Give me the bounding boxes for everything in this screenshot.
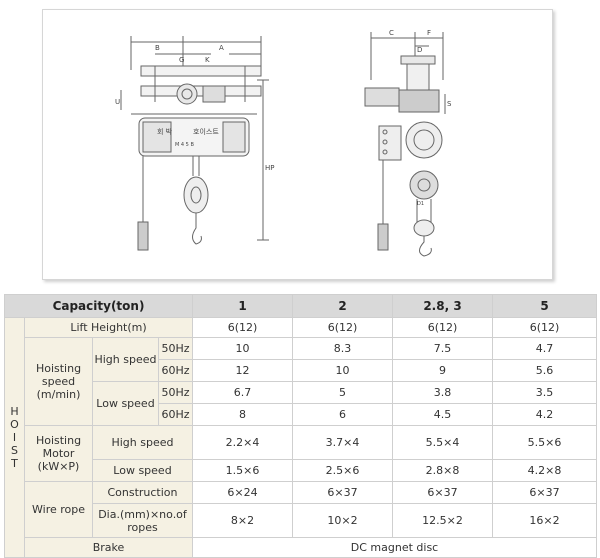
table-cell: 6×37 (392, 481, 493, 504)
table-cell: 10 (192, 337, 293, 360)
hoist-drawing: B A G K U HP 회 박 호이스트 M 4 5 B C F D S D1 (115, 29, 452, 257)
drawing-frame: B A G K U HP 회 박 호이스트 M 4 5 B C F D S D1 (42, 9, 553, 280)
header-row: Capacity(ton) 1 2 2.8, 3 5 (4, 294, 597, 318)
row-motor-high: Hoisting Motor (kW×P) High speed 2.2×4 3… (5, 425, 597, 482)
table-cell: 2.5×6 (292, 459, 393, 482)
table-cell: 6×37 (292, 481, 393, 504)
dim-label-d1: D1 (417, 201, 424, 207)
header-capacity: Capacity(ton) (4, 294, 193, 318)
table-cell: 4.2×8 (492, 459, 597, 482)
brake-label: Brake (24, 537, 193, 558)
header-col-4: 5 (492, 294, 597, 318)
row-motor-low: Low speed 1.5×6 2.5×6 2.8×8 4.2×8 (5, 459, 597, 482)
table-cell: 5.6 (492, 359, 597, 382)
speed-low-label: Low speed (92, 381, 159, 426)
hoist-side-label: H O I S T (4, 317, 25, 558)
hoisting-speed-label: Hoisting speed (m/min) (24, 337, 93, 426)
lift-height-label: Lift Height(m) (24, 317, 193, 338)
table-cell: 4.2 (492, 403, 597, 426)
table-cell: 4.5 (392, 403, 493, 426)
table-cell: 6(12) (192, 317, 293, 338)
row-rope-construction: Wire rope Construction 6×24 6×37 6×37 6×… (5, 481, 597, 538)
table-cell: 8 (192, 403, 293, 426)
hz-label: 50Hz (158, 381, 193, 404)
dim-label-a: A (219, 44, 224, 52)
table-cell: 6×24 (192, 481, 293, 504)
hz-label: 60Hz (158, 359, 193, 382)
construction-label: Construction (92, 481, 193, 504)
table-cell: 2.8×8 (392, 459, 493, 482)
dia-label: Dia.(mm)×no.of ropes (92, 503, 193, 538)
table-cell: 12 (192, 359, 293, 382)
spec-table: Capacity(ton) 1 2 2.8, 3 5 H O I S T Lif… (4, 294, 597, 558)
dim-label-c: C (389, 29, 394, 37)
table-cell: 3.8 (392, 381, 493, 404)
table-cell: 8.3 (292, 337, 393, 360)
table-cell: 16×2 (492, 503, 597, 538)
table-cell: 12.5×2 (392, 503, 493, 538)
dim-label-b: B (155, 44, 160, 52)
header-col-3: 2.8, 3 (392, 294, 493, 318)
table-cell: 6×37 (492, 481, 597, 504)
brake-value: DC magnet disc (192, 537, 597, 558)
dim-label-f: F (427, 29, 431, 37)
table-cell: 5.5×6 (492, 425, 597, 460)
table-cell: 6(12) (392, 317, 493, 338)
table-cell: 7.5 (392, 337, 493, 360)
table-cell: 2.2×4 (192, 425, 293, 460)
table-cell: 3.5 (492, 381, 597, 404)
table-cell: 6.7 (192, 381, 293, 404)
table-cell: 4.7 (492, 337, 597, 360)
table-cell: 3.7×4 (292, 425, 393, 460)
dim-label-u: U (115, 98, 120, 106)
table-cell: 10×2 (292, 503, 393, 538)
speed-high-label: High speed (92, 337, 159, 382)
dim-label-k: K (205, 56, 210, 64)
table-cell: 8×2 (192, 503, 293, 538)
table-cell: 1.5×6 (192, 459, 293, 482)
dim-label-g: G (179, 56, 184, 64)
nameplate-brand: 회 박 (157, 127, 173, 136)
table-cell: 9 (392, 359, 493, 382)
table-cell: 6(12) (292, 317, 393, 338)
row-brake: Brake DC magnet disc (5, 537, 597, 558)
dim-label-hp: HP (265, 164, 275, 172)
wire-rope-label: Wire rope (24, 481, 93, 538)
dim-label-s: S (447, 100, 452, 108)
row-rope-dia: Dia.(mm)×no.of ropes 8×2 10×2 12.5×2 16×… (5, 503, 597, 538)
hz-label: 50Hz (158, 337, 193, 360)
motor-high-label: High speed (92, 425, 193, 460)
table-cell: 5 (292, 381, 393, 404)
table-cell: 10 (292, 359, 393, 382)
row-speed-high-60: 60Hz 12 10 9 5.6 (5, 359, 597, 382)
nameplate-small: M 4 5 B (175, 142, 194, 148)
hz-label: 60Hz (158, 403, 193, 426)
dim-label-d: D (417, 46, 422, 54)
nameplate-sub: 호이스트 (193, 127, 219, 136)
motor-low-label: Low speed (92, 459, 193, 482)
hoisting-motor-label: Hoisting Motor (kW×P) (24, 425, 93, 482)
table-cell: 6(12) (492, 317, 597, 338)
row-lift-height: H O I S T Lift Height(m) 6(12) 6(12) 6(1… (4, 317, 597, 558)
table-cell: 6 (292, 403, 393, 426)
row-speed-high-50: Hoisting speed (m/min) High speed 50Hz 1… (5, 337, 597, 426)
row-speed-low-60: 60Hz 8 6 4.5 4.2 (5, 403, 597, 426)
row-speed-low-50: Low speed 50Hz 6.7 5 3.8 3.5 (5, 381, 597, 426)
table-cell: 5.5×4 (392, 425, 493, 460)
header-col-1: 1 (192, 294, 293, 318)
header-col-2: 2 (292, 294, 393, 318)
